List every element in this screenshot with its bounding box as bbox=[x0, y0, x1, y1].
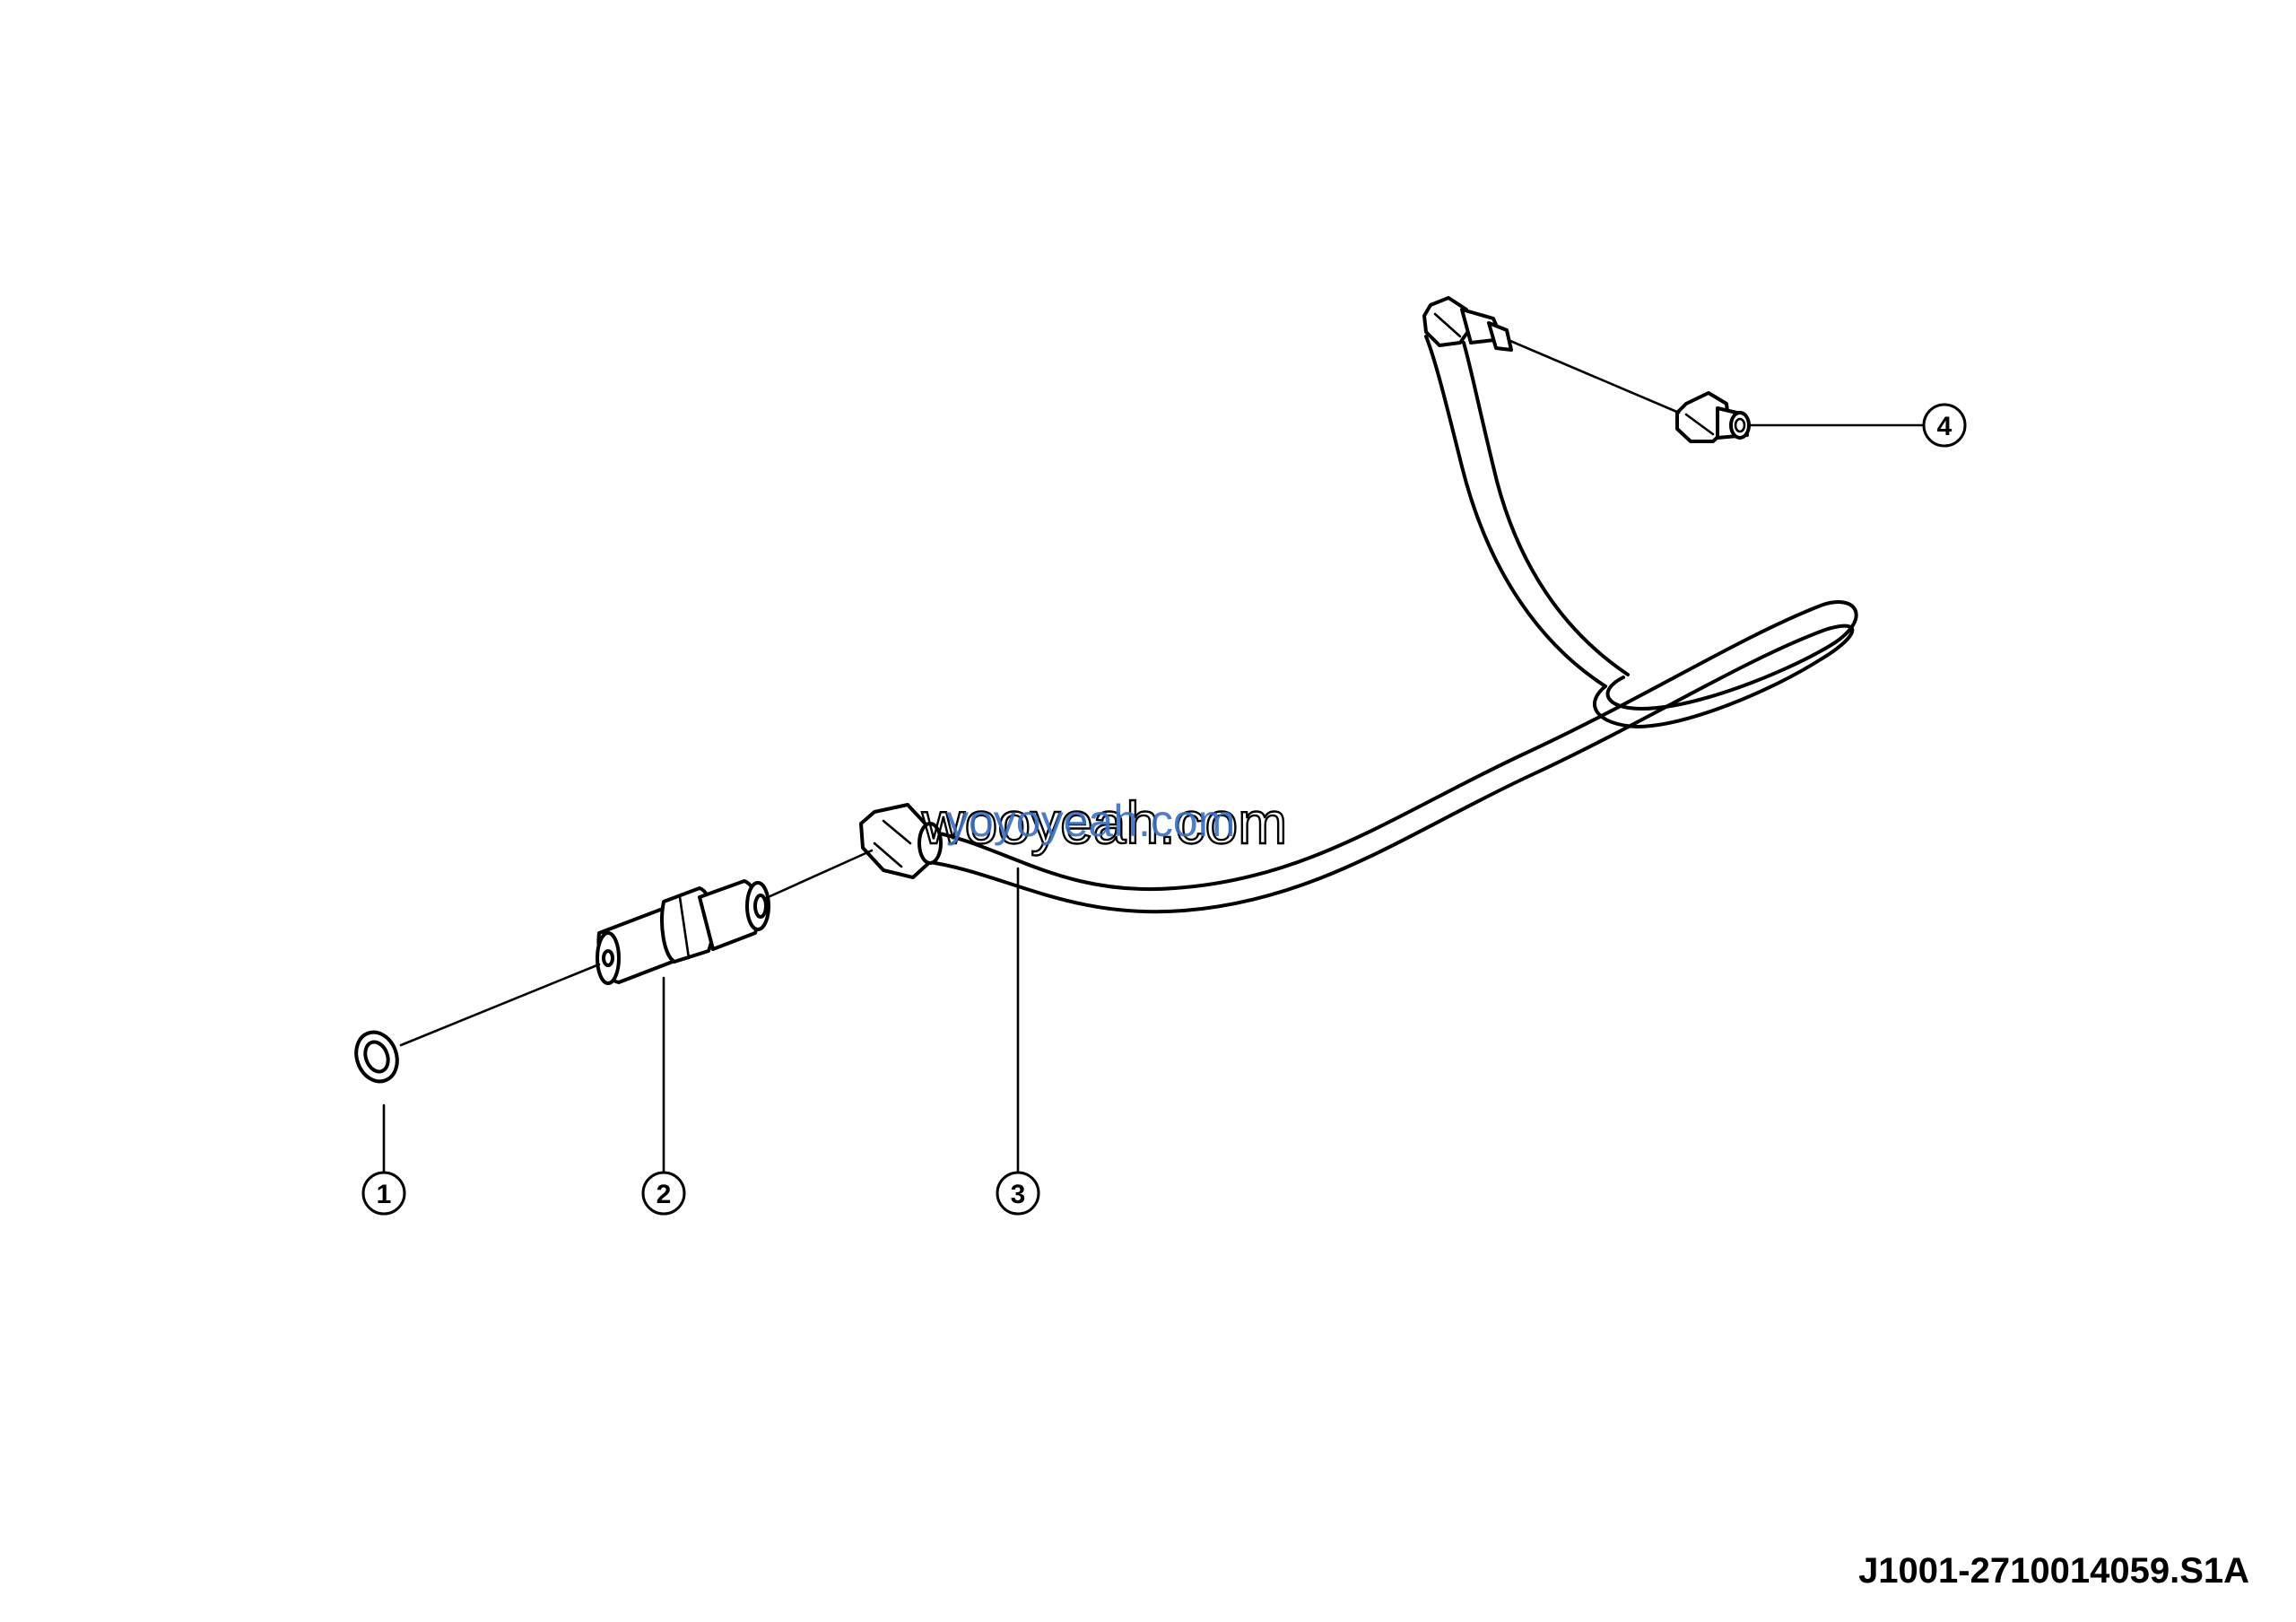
hose-line-part-3 bbox=[904, 335, 1858, 914]
adapter-fitting-part-4 bbox=[1675, 391, 1751, 443]
callout-2: 2 bbox=[641, 1171, 686, 1216]
alignment-lines bbox=[399, 339, 1681, 1047]
callout-3: 3 bbox=[996, 1171, 1040, 1216]
hose-hex-fitting bbox=[859, 803, 943, 879]
callout-1-label: 1 bbox=[377, 1180, 392, 1209]
reference-code: J1001-2710014059.S1A bbox=[1858, 1551, 2249, 1591]
leader-lines bbox=[382, 423, 1926, 1173]
callout-3-label: 3 bbox=[1011, 1180, 1026, 1209]
callout-1: 1 bbox=[361, 1171, 406, 1216]
callout-2-label: 2 bbox=[657, 1180, 672, 1209]
watermark-primary: wooyeah.com bbox=[921, 789, 1287, 856]
hose-elbow-fitting bbox=[1422, 296, 1513, 352]
union-connector-part-2 bbox=[596, 879, 770, 985]
callout-4-label: 4 bbox=[1937, 412, 1952, 441]
callout-4: 4 bbox=[1922, 403, 1967, 448]
watermark-secondary: yoyoyeah.com bbox=[946, 796, 1235, 846]
seal-ring-part-1 bbox=[354, 1030, 399, 1084]
